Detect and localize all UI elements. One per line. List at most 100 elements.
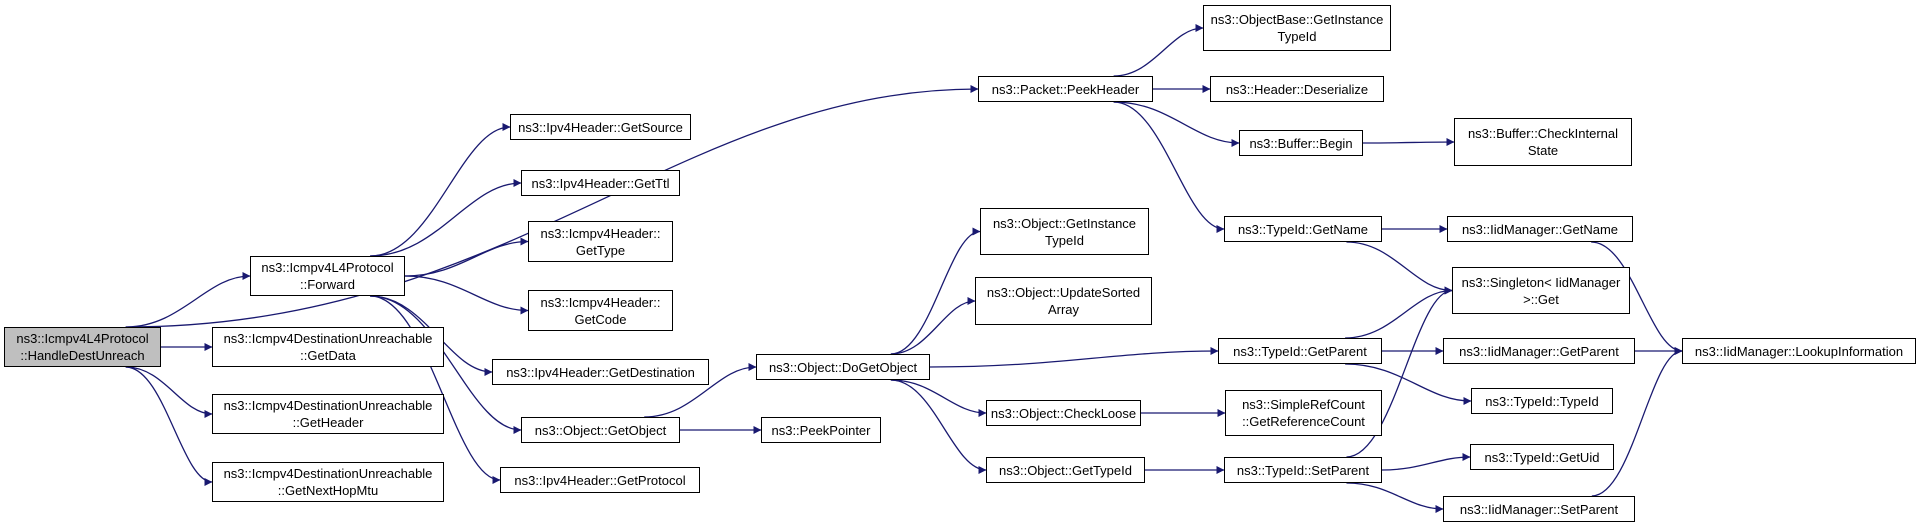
edge-dogetobject-to-obj_getinst	[890, 227, 981, 355]
node-label-line: ns3::Buffer::Begin	[1249, 135, 1353, 151]
node-header-deserialize[interactable]: ns3::Header::Deserialize	[1210, 76, 1384, 102]
edge-iid_setparent-to-lookup	[1591, 347, 1683, 497]
node-label-line: TypeId	[1277, 29, 1317, 44]
node-label-line: >::Get	[1523, 291, 1559, 307]
edge-forward-to-getcode	[404, 275, 529, 315]
node-iidmanager-getname[interactable]: ns3::IidManager::GetName	[1447, 216, 1633, 242]
edge-forward-to-getprotocol	[370, 295, 501, 484]
node-label-line: ns3::Singleton< IidManager	[1461, 274, 1621, 290]
node-label-line: ns3::Buffer::CheckInternal	[1467, 126, 1619, 141]
node-icmpv4l4protocol-forward[interactable]: ns3::Icmpv4L4Protocol ::Forward	[250, 256, 405, 296]
node-label-line: ::GetNextHopMtu	[277, 483, 379, 498]
node-label-line: ::GetReferenceCount	[1242, 414, 1365, 429]
node-packet-peekheader[interactable]: ns3::Packet::PeekHeader	[978, 76, 1153, 102]
node-object-updatesortedarray[interactable]: ns3::Object::UpdateSorted Array	[975, 277, 1152, 325]
node-buffer-checkinternalstate[interactable]: ns3::Buffer::CheckInternal State	[1454, 118, 1632, 166]
node-label-line: ns3::Object::DoGetObject	[768, 359, 918, 375]
edge-iid_getname-to-lookup	[1591, 241, 1683, 355]
node-iidmanager-setparent[interactable]: ns3::IidManager::SetParent	[1443, 496, 1635, 522]
node-object-gettypeid[interactable]: ns3::Object::GetTypeId	[986, 457, 1145, 483]
node-label-line: ns3::ObjectBase::GetInstance	[1210, 12, 1384, 27]
node-icmpv4l4protocol-handledestunreach[interactable]: ns3::Icmpv4L4Protocol ::HandleDestUnreac…	[4, 327, 161, 367]
node-label-line: ns3::Icmpv4L4Protocol	[261, 260, 394, 275]
edge-forward-to-getobject	[370, 295, 522, 434]
edge-peekheader-to-objbase_getinst	[1113, 24, 1204, 77]
edge-tid_setparent-to-singleton	[1346, 286, 1453, 458]
node-label-line: ns3::Icmpv4Header::	[540, 294, 661, 310]
node-label-line: ns3::Ipv4Header::GetTtl	[531, 175, 670, 191]
node-label-line: ns3::Object::GetInstance	[992, 215, 1137, 231]
node-label-line: ns3::TypeId::SetParent	[1236, 462, 1370, 478]
edge-getobject-to-dogetobject	[644, 363, 757, 418]
node-object-dogetobject[interactable]: ns3::Object::DoGetObject	[756, 354, 930, 380]
node-icmpv4header-getcode[interactable]: ns3::Icmpv4Header:: GetCode	[528, 290, 673, 331]
edge-handle-to-getheader	[125, 366, 213, 418]
edge-dogetobject-to-checkloose	[890, 379, 987, 417]
node-label-line: ns3::IidManager::GetParent	[1459, 343, 1619, 359]
node-label-line: ::Forward	[300, 277, 355, 292]
node-label-line: ::HandleDestUnreach	[20, 348, 145, 363]
node-icmpv4header-gettype[interactable]: ns3::Icmpv4Header:: GetType	[528, 221, 673, 262]
node-label-line: GetType	[575, 242, 626, 258]
node-label-line: ns3::Object::GetObject	[534, 422, 667, 438]
node-typeid-setparent[interactable]: ns3::TypeId::SetParent	[1224, 457, 1382, 483]
edge-tid_getparent-to-typeid_ctor	[1345, 363, 1472, 405]
node-ipv4header-getdestination[interactable]: ns3::Ipv4Header::GetDestination	[492, 359, 709, 385]
edge-forward-to-getttl	[370, 179, 522, 257]
edge-dogetobject-to-gettypeid	[890, 379, 987, 474]
edge-handle-to-peekheader	[125, 85, 979, 328]
node-iidmanager-getparent[interactable]: ns3::IidManager::GetParent	[1443, 338, 1635, 364]
node-label-line: ns3::PeekPointer	[771, 422, 871, 438]
node-typeid-getparent[interactable]: ns3::TypeId::GetParent	[1218, 338, 1382, 364]
node-label-line: State	[1527, 143, 1559, 158]
node-icmpv4destunreach-getdata[interactable]: ns3::Icmpv4DestinationUnreachable ::GetD…	[212, 327, 444, 367]
node-label-line: ns3::Ipv4Header::GetSource	[518, 119, 683, 135]
node-label-line: ns3::Packet::PeekHeader	[991, 81, 1140, 97]
node-label-line: ::GetData	[300, 348, 356, 363]
node-label-line: ns3::Object::GetTypeId	[999, 462, 1132, 478]
node-icmpv4destunreach-getnexthopmtu[interactable]: ns3::Icmpv4DestinationUnreachable ::GetN…	[212, 462, 444, 502]
edge-peekheader-to-bufbegin	[1113, 101, 1240, 147]
node-label-line: ns3::Icmpv4DestinationUnreachable	[223, 466, 433, 481]
node-label-line: GetCode	[574, 311, 627, 327]
node-label-line: Array	[1047, 302, 1080, 317]
node-label-line: ns3::Object::UpdateSorted	[986, 285, 1141, 300]
node-ipv4header-getsource[interactable]: ns3::Ipv4Header::GetSource	[510, 114, 691, 140]
edge-forward-to-gettype	[404, 237, 529, 277]
edge-bufbegin-to-checkinternal	[1362, 138, 1455, 147]
node-label-line: ns3::IidManager::GetName	[1461, 221, 1619, 237]
edge-dogetobject-to-updatesorted	[890, 297, 976, 355]
edge-tid_setparent-to-getuid	[1381, 453, 1471, 471]
node-object-getobject[interactable]: ns3::Object::GetObject	[521, 417, 680, 443]
edge-dogetobject-to-tid_getparent	[929, 347, 1219, 368]
edge-handle-to-forward	[125, 272, 251, 328]
node-ipv4header-getttl[interactable]: ns3::Ipv4Header::GetTtl	[521, 170, 680, 196]
node-typeid-getname[interactable]: ns3::TypeId::GetName	[1224, 216, 1382, 242]
node-label-line: ::GetHeader	[292, 415, 364, 430]
node-buffer-begin[interactable]: ns3::Buffer::Begin	[1239, 130, 1363, 156]
node-label-line: ns3::Icmpv4DestinationUnreachable	[223, 398, 433, 413]
node-objectbase-getinstancetypeid[interactable]: ns3::ObjectBase::GetInstance TypeId	[1203, 5, 1391, 51]
node-label-line: ns3::SimpleRefCount	[1242, 397, 1365, 412]
node-label-line: ns3::Ipv4Header::GetProtocol	[514, 472, 686, 488]
node-label-line: TypeId	[1044, 232, 1085, 248]
node-object-getinstancetypeid[interactable]: ns3::Object::GetInstance TypeId	[980, 208, 1149, 255]
node-iidmanager-lookupinformation[interactable]: ns3::IidManager::LookupInformation	[1682, 338, 1916, 364]
node-object-checkloose[interactable]: ns3::Object::CheckLoose	[986, 400, 1141, 426]
node-label-line: ns3::Icmpv4L4Protocol	[16, 331, 149, 346]
node-icmpv4destunreach-getheader[interactable]: ns3::Icmpv4DestinationUnreachable ::GetH…	[212, 394, 444, 434]
node-label-line: ns3::Object::CheckLoose	[990, 405, 1137, 421]
node-label-line: ns3::TypeId::GetParent	[1233, 343, 1367, 359]
edge-handle-to-getnexthop	[125, 366, 213, 486]
node-typeid-getuid[interactable]: ns3::TypeId::GetUid	[1470, 444, 1614, 470]
node-simplerefcount-getreferencecount[interactable]: ns3::SimpleRefCount ::GetReferenceCount	[1225, 390, 1382, 436]
node-label-line: ns3::Icmpv4DestinationUnreachable	[223, 331, 433, 346]
node-typeid-typeid[interactable]: ns3::TypeId::TypeId	[1471, 388, 1613, 414]
node-label-line: ns3::TypeId::GetUid	[1484, 449, 1600, 465]
node-label-line: ns3::IidManager::SetParent	[1459, 501, 1619, 517]
node-ipv4header-getprotocol[interactable]: ns3::Ipv4Header::GetProtocol	[500, 467, 700, 493]
node-peekpointer[interactable]: ns3::PeekPointer	[761, 417, 881, 443]
node-singleton-iidmanager-get[interactable]: ns3::Singleton< IidManager >::Get	[1452, 267, 1630, 314]
node-label-line: ns3::IidManager::LookupInformation	[1694, 343, 1904, 359]
